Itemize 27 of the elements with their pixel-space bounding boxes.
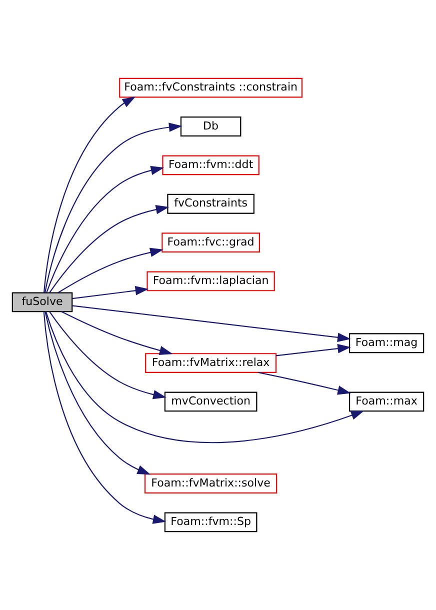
- node-box: Foam::fvm::Sp: [164, 512, 258, 532]
- arrow: [72, 305, 351, 342]
- node-box: mvConvection: [164, 392, 258, 412]
- node-box: Foam::fvm::laplacian: [146, 271, 275, 292]
- arrow: [45, 312, 364, 443]
- arrow: [46, 166, 164, 293]
- arrow: [49, 205, 170, 293]
- node-box: fuSolve: [12, 292, 73, 312]
- node-box: Foam::mag: [348, 333, 424, 354]
- node-box: Foam::fvMatrix::relax: [145, 353, 277, 373]
- node-box: Foam::fvm::ddt: [162, 155, 260, 176]
- node-box: Foam::fvMatrix::solve: [144, 474, 278, 494]
- arrow: [276, 344, 351, 356]
- node-box: Foam::max: [348, 392, 424, 412]
- arrow: [61, 311, 173, 355]
- arrow: [43, 96, 136, 293]
- arrow: [58, 248, 164, 294]
- arrow: [49, 312, 166, 400]
- arrow: [258, 372, 351, 395]
- node-box: Foam::fvc::grad: [162, 232, 260, 252]
- node-box: fvConstraints: [167, 194, 254, 214]
- arrow: [44, 122, 182, 293]
- arrow: [72, 286, 149, 300]
- arrow: [44, 312, 151, 475]
- arrow: [43, 312, 166, 524]
- node-box: Db: [180, 116, 242, 136]
- node-box: Foam::fvConstraints ::constrain: [119, 78, 303, 98]
